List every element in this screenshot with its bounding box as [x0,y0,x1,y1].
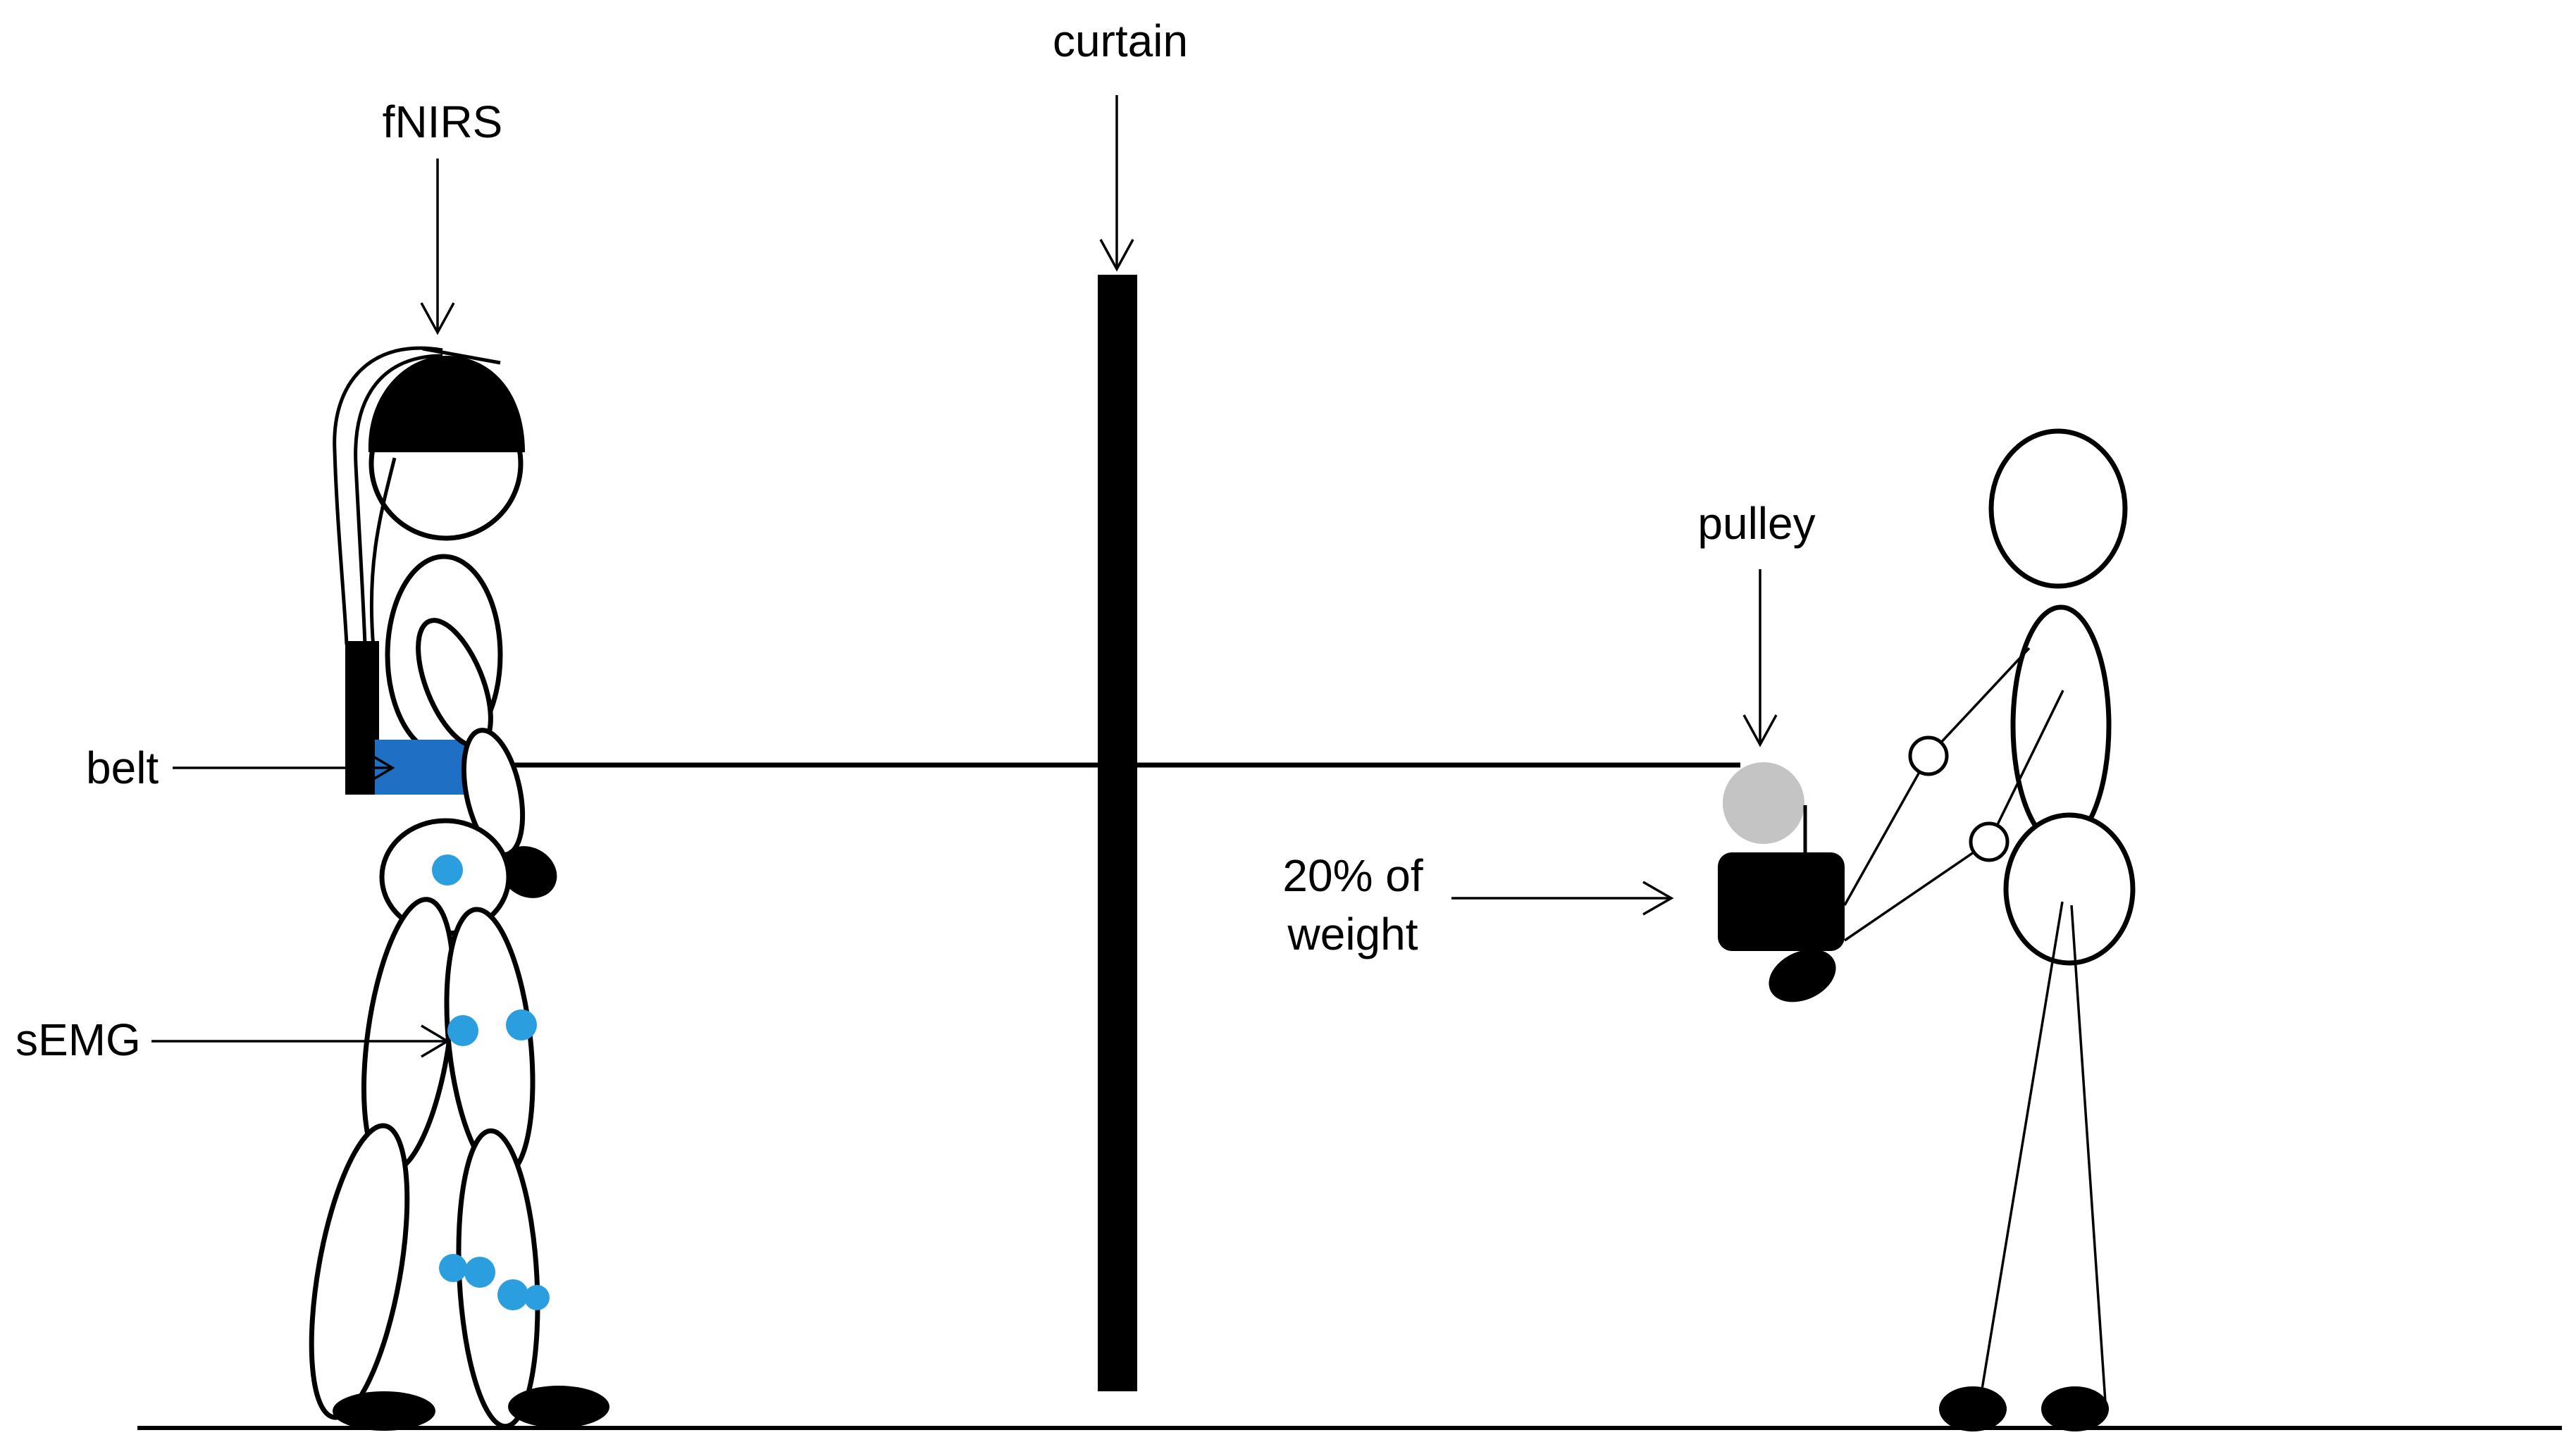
label-weight-line2: weight [1287,909,1418,959]
experimenter-hand [1769,949,1836,1002]
label-semg: sEMG [16,1014,141,1065]
experimenter-torso [2010,604,2112,847]
arrow-belt-head [366,751,395,785]
experimenter-elbow [1969,821,2010,862]
arrow-weight-head [1642,881,1674,916]
pulley-wheel [1723,762,1804,844]
subject-shin-front [456,1128,540,1429]
arrow-pulley-head [1742,714,1778,747]
subject-shin-back [309,1123,410,1420]
experimenter-forearm [1844,840,1990,942]
semg-sensor [524,1285,550,1310]
semg-sensor [506,1009,537,1040]
fnirs-cable [333,346,443,645]
semg-sensor [432,855,463,886]
subject-hand [500,846,557,898]
fnirs-cap [368,356,525,452]
experimenter-figure [1843,428,2136,1431]
experimenter-upper-arm [1988,690,2064,843]
subject-figure [309,346,609,1431]
fnirs-cable [422,347,501,365]
experimenter-foot [1939,1386,2007,1431]
arrow-curtain-head [1099,239,1134,272]
experimenter-foot [2041,1386,2109,1431]
experimenter-leg [2070,905,2107,1403]
label-arrows [151,95,1778,1058]
weight-block [1718,852,1845,951]
semg-sensor [447,1015,478,1046]
experimenter-leg [1979,901,2064,1403]
semg-sensor [497,1279,528,1310]
subject-foot-front [508,1386,609,1428]
arrow-semg-head [421,1024,450,1058]
label-curtain: curtain [1053,15,1188,66]
label-belt: belt [86,742,159,793]
experimenter-forearm [1843,755,1930,906]
label-weight-line1: 20% of [1282,850,1423,901]
arrow-fnirs-head [420,302,455,335]
fnirs-cable [354,354,443,645]
subject-foot-back [333,1391,435,1431]
experimenter-upper-arm [1927,647,2031,757]
label-fnirs: fNIRS [383,97,503,147]
fnirs-unit [345,641,379,795]
semg-sensor [439,1254,467,1282]
experimenter-pelvis [2003,812,2136,966]
label-pulley: pulley [1697,498,1815,549]
experimenter-elbow [1908,735,1949,776]
fnirs-cable [369,457,397,649]
semg-sensor [464,1257,495,1288]
experimenter-head [1988,428,2128,589]
curtain-bar [1098,275,1137,1391]
